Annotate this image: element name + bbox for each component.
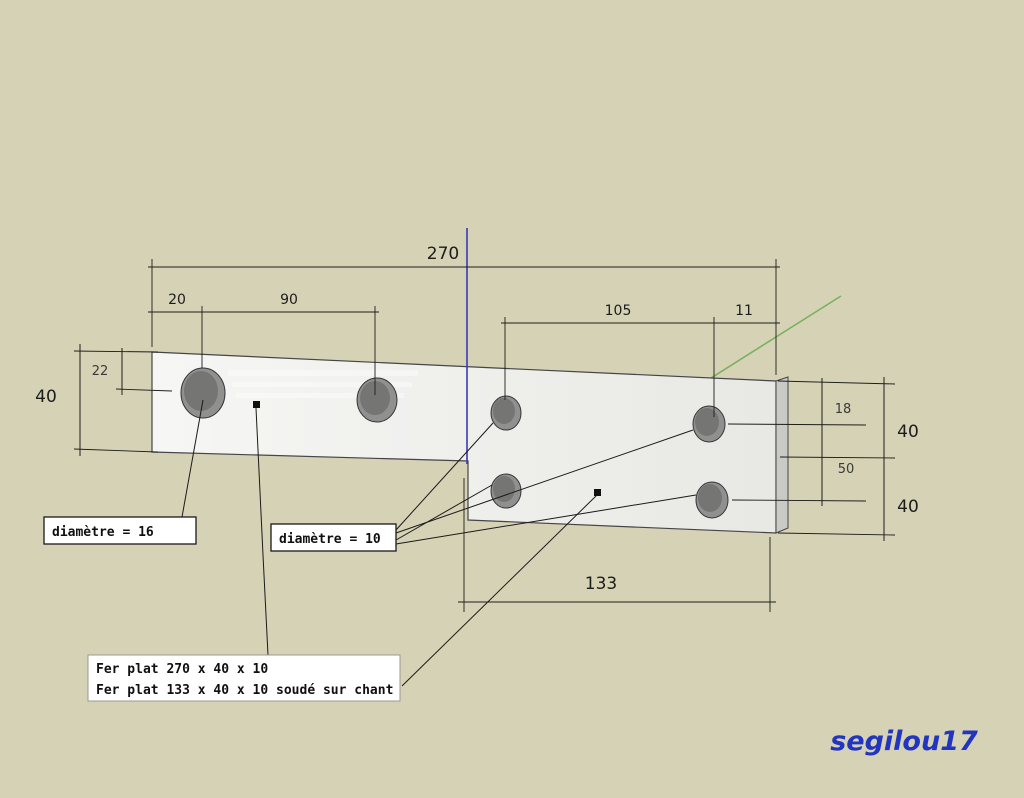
ext-line-left-top (73, 350, 159, 353)
dim-label-50: 50 (838, 462, 855, 477)
point-marker-front-face (253, 401, 260, 408)
dim-label-11: 11 (735, 303, 753, 319)
dim-label-right-40-top: 40 (897, 422, 919, 442)
ext-line-right-mid (779, 456, 896, 459)
hole-inner-shadow (698, 484, 722, 512)
part-note-line1: Fer plat 270 x 40 x 10 (96, 662, 268, 677)
dim-label-20: 20 (168, 292, 186, 308)
steel-plate-end-face (775, 376, 789, 534)
ext-line-right-hole-top (727, 423, 867, 426)
leader-diameter10-d (395, 494, 697, 545)
dim-label-18: 18 (835, 402, 852, 417)
callout-label-diameter10: diamètre = 10 (279, 532, 381, 547)
leader-diameter16 (181, 399, 204, 518)
hole-inner-shadow (184, 371, 218, 411)
leader-part-note-1 (255, 407, 269, 656)
author-signature: segilou17 (830, 726, 978, 757)
highlight-streak (228, 370, 418, 376)
hole-10-bottom-right (695, 481, 729, 519)
hole-inner-shadow (695, 408, 719, 436)
ext-line-right-top (777, 380, 896, 385)
ext-line-right-hole-bottom (731, 499, 867, 502)
dim-label-270: 270 (427, 244, 459, 264)
callout-box-diameter10 (270, 523, 397, 552)
part-note-line2: Fer plat 133 x 40 x 10 soudé sur chant (96, 683, 393, 698)
callout-label-diameter16: diamètre = 16 (52, 525, 154, 540)
ext-line-left-bottom (73, 448, 159, 453)
ext-line-22-bottom (115, 388, 173, 392)
dim-label-133: 133 (585, 574, 617, 594)
hole-16-right (356, 377, 398, 423)
green-axis-line (699, 295, 842, 386)
hole-10-top-left (490, 395, 522, 431)
hole-16-left (180, 367, 226, 419)
highlight-streak (236, 393, 404, 398)
leader-diameter10-a (395, 422, 494, 531)
dim-label-22: 22 (92, 364, 109, 379)
hole-10-bottom-left (490, 473, 522, 509)
leader-part-note-2 (401, 494, 598, 687)
dim-label-105: 105 (605, 303, 632, 319)
dim-label-90: 90 (280, 292, 298, 308)
highlight-streak (232, 382, 412, 387)
hole-inner-shadow (360, 381, 390, 415)
hole-inner-shadow (493, 398, 515, 424)
callout-box-diameter16 (43, 516, 197, 545)
leader-diameter10-b (395, 429, 694, 534)
plate-highlight-streaks (228, 370, 418, 398)
hole-inner-shadow (493, 476, 515, 502)
part-note-box (87, 654, 401, 702)
leader-diameter10-c (395, 484, 493, 541)
dim-label-left-40: 40 (35, 387, 57, 407)
ext-line-right-bottom (777, 532, 896, 536)
dim-label-right-40-bottom: 40 (897, 497, 919, 517)
hole-10-top-right (692, 405, 726, 443)
point-marker-welded-face (594, 489, 601, 496)
